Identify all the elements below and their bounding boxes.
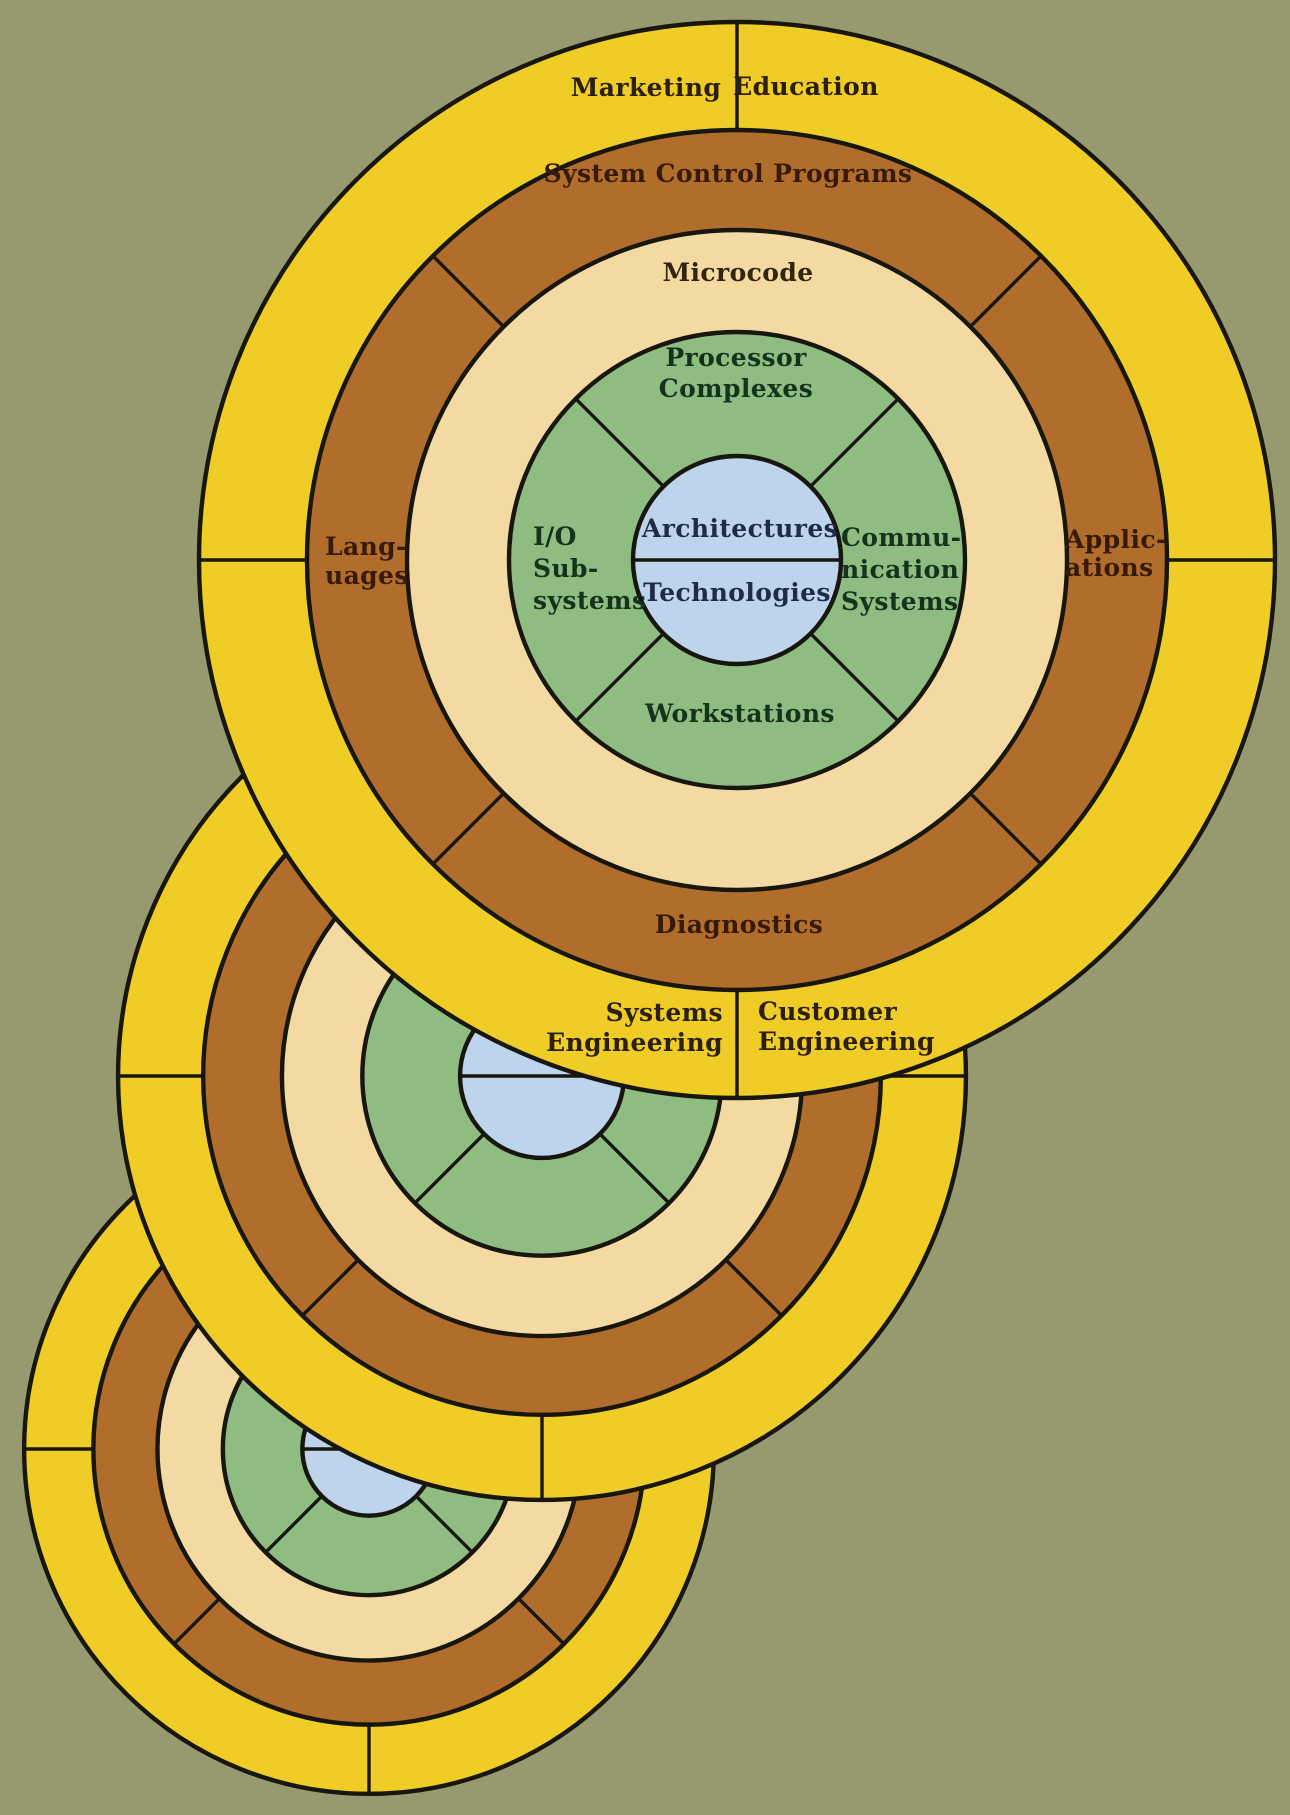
label-diagnostics: Diagnostics — [655, 910, 824, 939]
wheel-middle-hardware-ring-divider — [598, 1132, 671, 1205]
wheel-front-programs-ring-divider — [969, 254, 1043, 328]
wheel-back-programs-ring-divider — [172, 1597, 221, 1646]
label-marketing: Marketing — [571, 73, 722, 102]
wheel-back-hardware-ring-divider — [414, 1494, 474, 1554]
label-workstations: Workstations — [644, 699, 835, 728]
label-education: Education — [733, 72, 879, 101]
wheel-front-hardware-ring-divider — [574, 632, 665, 723]
wheel-front-hardware-ring-divider — [809, 397, 900, 488]
wheel-front-programs-ring-divider — [431, 254, 505, 328]
wheel-back-hardware-ring-divider — [264, 1494, 324, 1554]
wheel-middle-programs-ring-divider — [724, 1258, 783, 1317]
label-technologies: Technologies — [643, 578, 831, 607]
label-applications: Applic-ations — [1064, 525, 1167, 582]
wheel-front-programs-ring-divider — [431, 792, 505, 866]
wheel-front-hardware-ring-divider — [574, 397, 665, 488]
label-microcode: Microcode — [662, 258, 813, 287]
label-languages: Lang-uages — [325, 532, 409, 590]
wheel-back-programs-ring-divider — [517, 1597, 566, 1646]
wheel-front-hardware-ring-divider — [809, 632, 900, 723]
wheel-middle-programs-ring-divider — [301, 1258, 360, 1317]
label-architectures: Architectures — [641, 514, 838, 543]
wheel-middle-hardware-ring-divider — [413, 1132, 486, 1205]
wheel-front-programs-ring-divider — [969, 792, 1043, 866]
label-system-control-programs: System Control Programs — [544, 159, 913, 188]
